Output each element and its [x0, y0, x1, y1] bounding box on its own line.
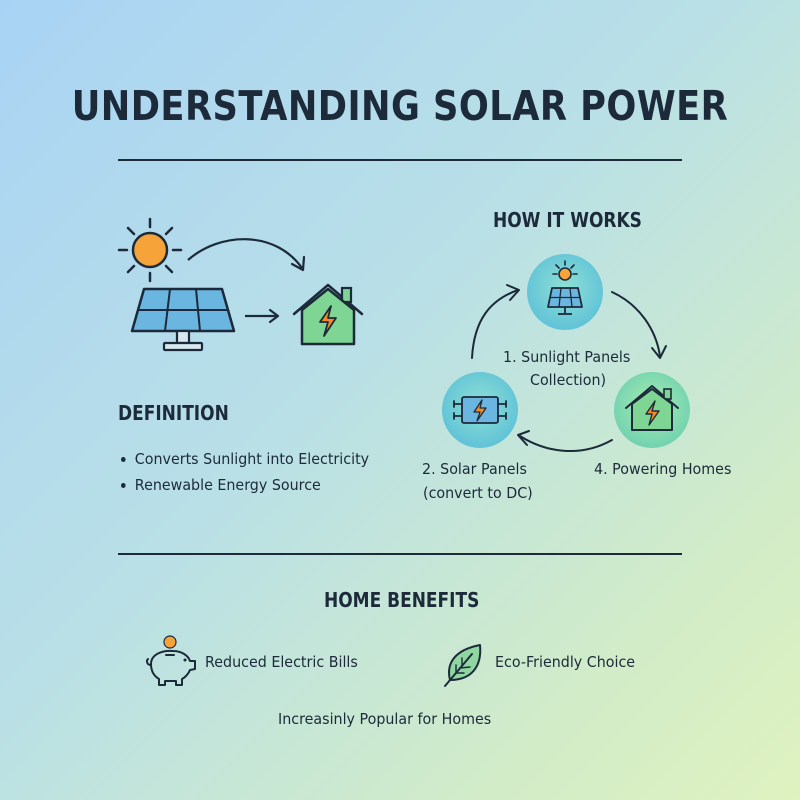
bottom-divider [118, 553, 682, 555]
step-sunlight-label-line1: 1. Sunlight Panels [503, 348, 631, 366]
page-title: UNDERSTANDING SOLAR POWER [71, 82, 729, 130]
definition-heading: DEFINITION [118, 401, 229, 425]
definition-bullet-text: Renewable Energy Source [134, 476, 321, 494]
home-node-icon [614, 372, 690, 448]
benefits-footer: Increasinly Popular for Homes [278, 710, 492, 728]
benefit-reduced-bills: Reduced Electric Bills [205, 653, 358, 671]
definition-bullet: Converts Sunlight into Electricity [121, 450, 369, 468]
benefit-eco-friendly: Eco-Friendly Choice [495, 653, 636, 671]
step-panels-label-line2: (convert to DC) [423, 484, 533, 502]
solar-panel-icon [130, 287, 236, 352]
home-benefits-heading: HOME BENEFITS [324, 588, 480, 612]
bullet-dot-icon [121, 482, 126, 488]
sunlight-panel-node-icon [527, 254, 603, 330]
top-divider [118, 159, 682, 161]
definition-bullet-text: Converts Sunlight into Electricity [134, 450, 370, 468]
leaf-icon [444, 644, 482, 687]
step-homes-label: 4. Powering Homes [594, 460, 732, 478]
piggy-bank-icon [146, 635, 196, 686]
house-icon [292, 283, 364, 346]
step-sunlight-label-line2: Collection) [530, 371, 607, 389]
definition-bullet: Renewable Energy Source [121, 476, 321, 494]
how-it-works-heading: HOW IT WORKS [493, 208, 642, 232]
inverter-node-icon [442, 372, 518, 448]
panel-to-house-arrow-icon [245, 308, 280, 324]
sun-to-house-arrow-icon [187, 238, 306, 272]
sun-icon [117, 217, 183, 283]
step-panels-label-line1: 2. Solar Panels [422, 460, 527, 478]
bullet-dot-icon [121, 456, 126, 462]
